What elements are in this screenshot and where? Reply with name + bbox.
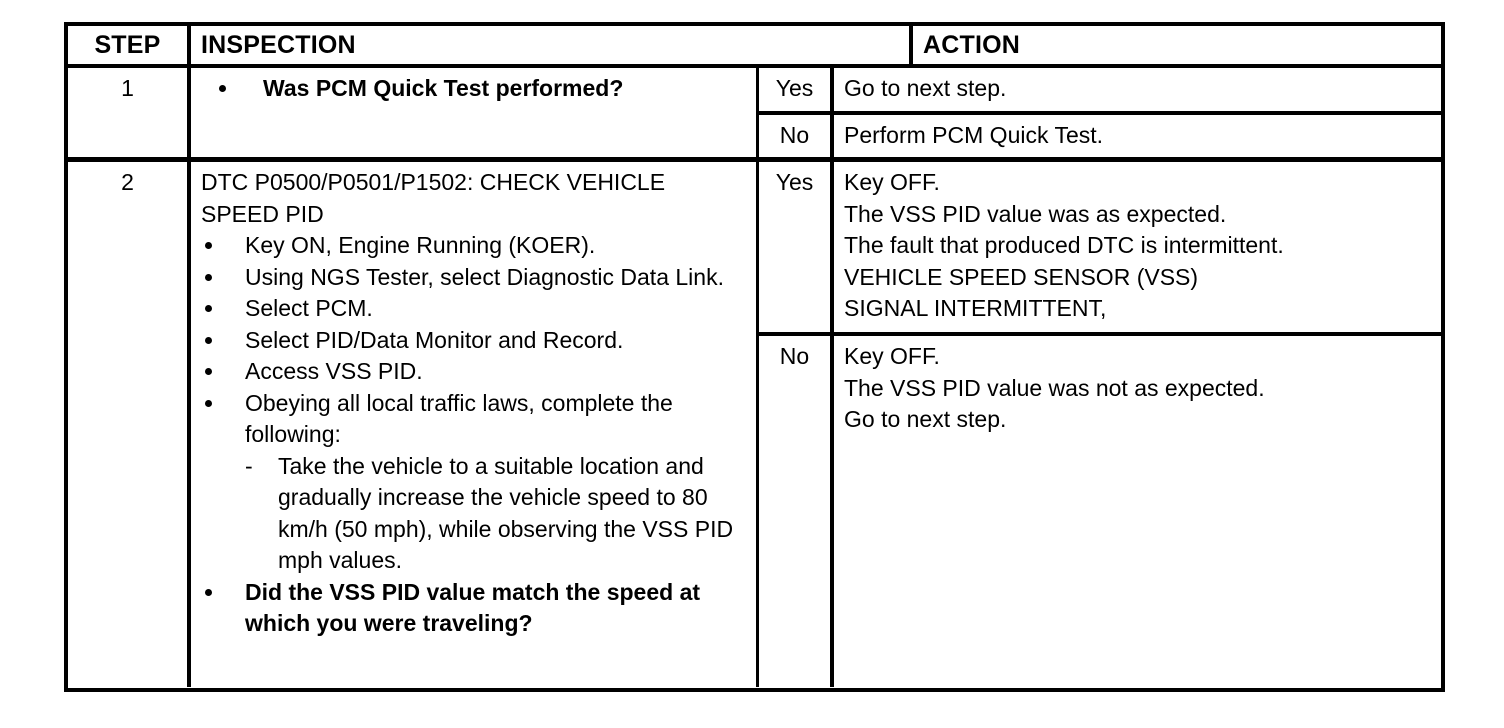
list-item: Using NGS Tester, select Diagnostic Data… [201, 262, 748, 294]
action-line: Key OFF. [844, 343, 940, 369]
action-cell-yes: Go to next step. [834, 68, 1441, 111]
list-item: Select PID/Data Monitor and Record. [201, 325, 748, 357]
answer-label-no: No [779, 343, 810, 369]
answer-cell-yes: Yes [759, 68, 834, 111]
action-line: The VSS PID value was as expected. [844, 200, 1227, 227]
bullet-icon [205, 368, 212, 375]
inspection-cell: Was PCM Quick Test performed? [191, 68, 759, 157]
answer-cell-yes: Yes [759, 162, 834, 332]
action-line: Go to next step. [844, 406, 1007, 432]
list-item: Access VSS PID. [201, 356, 748, 388]
branch-row-no: No Perform PCM Quick Test. [759, 115, 1441, 157]
inspection-bullet-list: Key ON, Engine Running (KOER). Using NGS… [201, 230, 748, 640]
action-line: SIGNAL INTERMITTENT, [844, 295, 1107, 321]
branch-row-yes: Yes Go to next step. [759, 68, 1441, 115]
action-line: VEHICLE SPEED SENSOR (VSS) [844, 263, 1199, 290]
list-item-text: Access VSS PID. [245, 358, 423, 384]
diagnostic-procedure-table: STEP INSPECTION ACTION 1 Was PCM Quick T… [64, 22, 1445, 692]
inspection-title-line-1: DTC P0500/P0501/P1502: CHECK VEHICLE [201, 169, 666, 195]
list-item: Key ON, Engine Running (KOER). [201, 230, 748, 262]
header-cell-inspection: INSPECTION [191, 26, 837, 64]
step-number-cell: 2 [68, 162, 191, 687]
header-label-step: STEP [94, 31, 161, 59]
answer-cell-no: No [759, 115, 834, 157]
bullet-icon [205, 336, 212, 344]
list-item: Select PCM. [201, 293, 748, 325]
branch-row-no: No Key OFF. The VSS PID value was not as… [759, 336, 1441, 687]
action-cell-no: Perform PCM Quick Test. [834, 115, 1441, 157]
list-item-text: Obeying all local traffic laws, complete… [245, 389, 673, 448]
bullet-icon [219, 85, 226, 92]
action-line: Go to next step. [844, 75, 1007, 101]
answer-label-no: No [779, 122, 810, 148]
action-line: The VSS PID value was not as expected. [844, 374, 1265, 401]
inspection-question-text: Did the VSS PID value match the speed at… [245, 578, 701, 637]
answer-cell-no: No [759, 336, 834, 687]
branches-cell: Yes Key OFF. The VSS PID value was as ex… [759, 162, 1441, 687]
answer-label-yes: Yes [775, 75, 814, 101]
list-item-text: Key ON, Engine Running (KOER). [245, 232, 596, 258]
header-cell-step: STEP [68, 26, 191, 64]
bullet-icon [205, 399, 212, 407]
bullet-icon [205, 588, 212, 596]
inspection-cell: DTC P0500/P0501/P1502: CHECK VEHICLE SPE… [191, 162, 759, 687]
list-item-text: Select PCM. [245, 295, 373, 321]
dash-icon: - [245, 452, 253, 479]
sub-list-item-text: Take the vehicle to a suitable location … [278, 452, 734, 574]
table-row: 2 DTC P0500/P0501/P1502: CHECK VEHICLE S… [68, 162, 1441, 687]
bullet-icon [205, 305, 212, 312]
step-number: 2 [121, 169, 134, 195]
action-line: Perform PCM Quick Test. [844, 122, 1104, 148]
answer-label-yes: Yes [775, 169, 814, 195]
inspection-sub-bullet-list: - Take the vehicle to a suitable locatio… [245, 451, 748, 577]
inspection-title-line-2: SPEED PID [201, 200, 324, 227]
action-line: The fault that produced DTC is intermitt… [844, 232, 1284, 258]
action-line: Key OFF. [844, 169, 940, 195]
list-item: Obeying all local traffic laws, complete… [201, 388, 748, 577]
header-label-action: ACTION [923, 31, 1021, 59]
table-row: 1 Was PCM Quick Test performed? Yes Go t… [68, 68, 1441, 162]
step-number: 1 [121, 75, 134, 101]
action-cell-no: Key OFF. The VSS PID value was not as ex… [834, 336, 1441, 687]
action-cell-yes: Key OFF. The VSS PID value was as expect… [834, 162, 1441, 332]
branch-row-yes: Yes Key OFF. The VSS PID value was as ex… [759, 162, 1441, 336]
bullet-icon [205, 242, 212, 249]
step-number-cell: 1 [68, 68, 191, 157]
branches-cell: Yes Go to next step. No Perform PCM Quic… [759, 68, 1441, 157]
sub-list-item: - Take the vehicle to a suitable locatio… [245, 451, 748, 577]
inspection-question-text: Was PCM Quick Test performed? [263, 75, 624, 101]
list-item-text: Using NGS Tester, select Diagnostic Data… [245, 263, 724, 290]
list-item-text: Select PID/Data Monitor and Record. [245, 326, 624, 353]
header-label-inspection: INSPECTION [201, 31, 356, 59]
bullet-icon [205, 273, 212, 281]
header-cell-action: ACTION [909, 26, 1441, 64]
table-header-row: STEP INSPECTION ACTION [68, 26, 1441, 68]
inspection-question: Was PCM Quick Test performed? [201, 73, 748, 105]
inspection-question: Did the VSS PID value match the speed at… [201, 577, 748, 640]
header-cell-action-wrap: ACTION [837, 26, 1441, 64]
